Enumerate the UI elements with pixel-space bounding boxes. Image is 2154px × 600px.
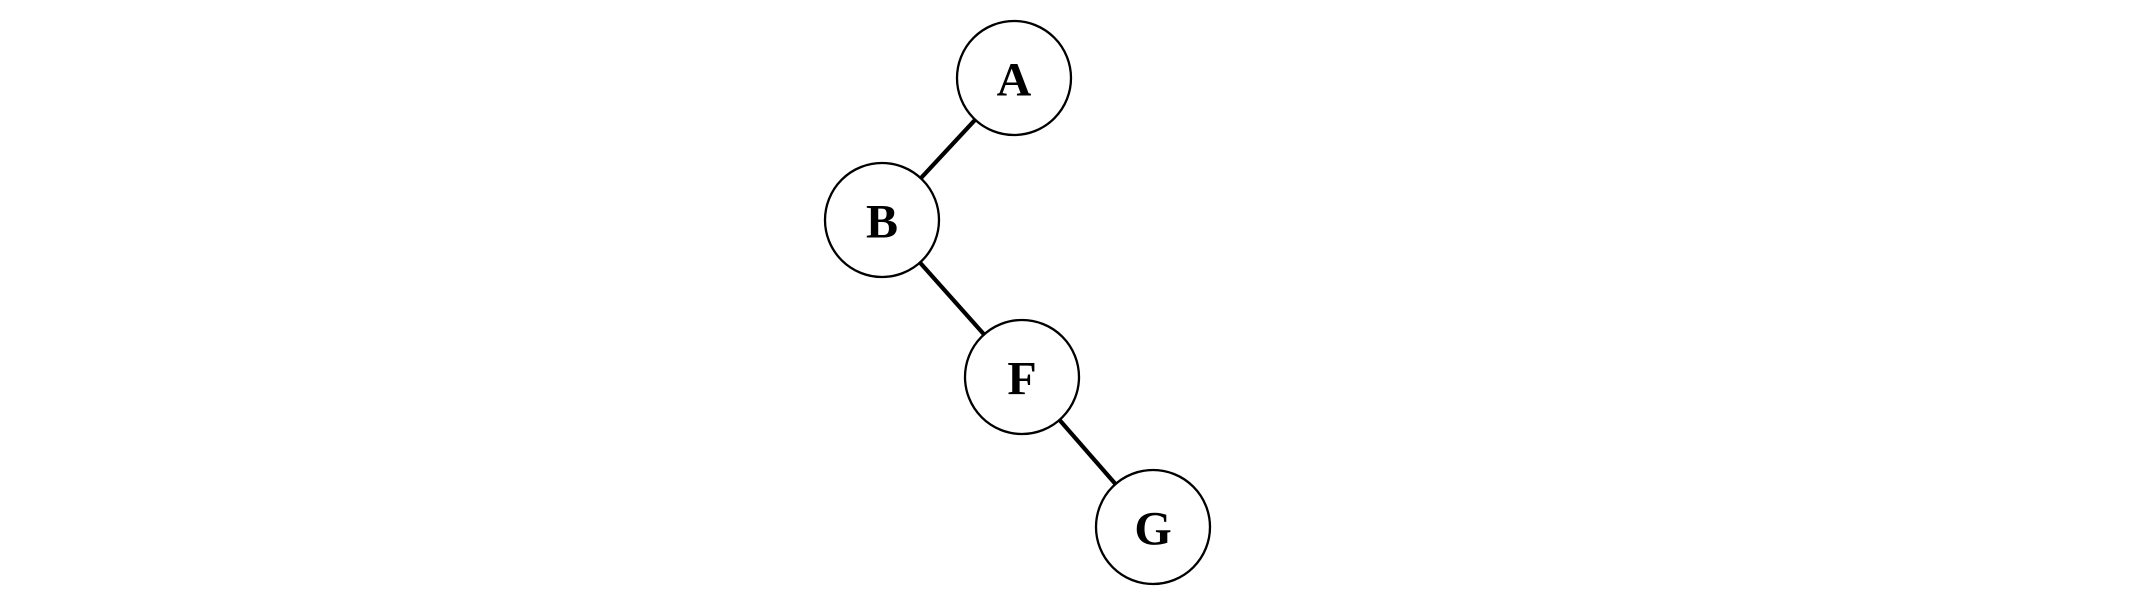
tree-node-B: B [823, 161, 941, 279]
node-circle-F [963, 318, 1081, 436]
node-circle-B [823, 161, 941, 279]
node-label-G: G [1134, 502, 1171, 555]
node-circle-A [955, 19, 1073, 137]
node-label-F: F [1007, 352, 1036, 405]
tree-node-F: F [963, 318, 1081, 436]
tree-node-A: A [955, 19, 1073, 137]
node-label-B: B [866, 195, 898, 248]
node-label-A: A [997, 53, 1032, 106]
node-circle-G [1094, 468, 1212, 586]
tree-node-G: G [1094, 468, 1212, 586]
